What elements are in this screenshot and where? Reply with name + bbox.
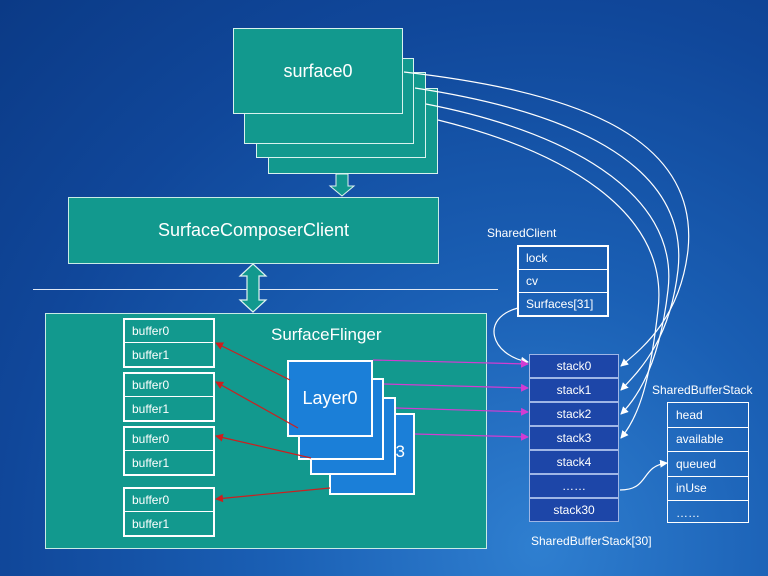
layer-card-front: Layer0 <box>287 360 373 437</box>
sbs-row: …… <box>676 506 700 521</box>
buffer-cell: buffer0 <box>125 374 213 397</box>
shared-client-title: SharedClient <box>487 226 557 240</box>
shared-client-row: lock <box>519 247 607 270</box>
stack-row: stack3 <box>529 426 619 450</box>
layer-partial-label: 3 <box>395 442 405 461</box>
sbs-row: inUse <box>668 477 748 501</box>
stack-array: stack0 stack1 stack2 stack3 stack4 …… st… <box>529 354 619 522</box>
buffer-cell: buffer1 <box>132 401 170 416</box>
buffer-cell: buffer1 <box>132 347 170 362</box>
surface-label: surface0 <box>283 60 353 81</box>
shared-client-row: Surfaces[31] <box>526 297 594 311</box>
stack-row: stack2 <box>529 402 619 426</box>
layer-label: Layer0 <box>302 388 358 408</box>
buffer-cell: buffer1 <box>132 455 170 470</box>
shared-client-row: cv <box>519 270 607 293</box>
shared-buffer-stack-title: SharedBufferStack <box>652 383 753 397</box>
down-arrow-icon <box>328 173 356 197</box>
sbs-row: queued <box>668 452 748 477</box>
stack-to-sbs-connector <box>619 459 668 491</box>
separator-line <box>33 289 498 290</box>
buffer-cell: buffer0 <box>125 489 213 512</box>
surface-flinger-label: SurfaceFlinger <box>271 325 382 344</box>
buffer-group-1: buffer0 buffer1 <box>123 372 215 422</box>
stack-row: stack4 <box>529 450 619 474</box>
buffer-cell: buffer0 <box>125 428 213 451</box>
double-arrow-icon <box>238 263 268 313</box>
surface-composer-client-box: SurfaceComposerClient <box>68 197 439 264</box>
stack-array-caption: SharedBufferStack[30] <box>531 534 652 548</box>
sbs-row: available <box>668 428 748 452</box>
stack-row: stack1 <box>529 378 619 402</box>
buffer-group-0: buffer0 buffer1 <box>123 318 215 368</box>
shared-buffer-stack-box: head available queued inUse …… <box>667 402 749 523</box>
shared-client-box: lock cv Surfaces[31] <box>517 245 609 317</box>
buffer-cell: buffer0 <box>125 320 213 343</box>
surface-flinger-panel <box>45 313 487 549</box>
surface-composer-client-label: SurfaceComposerClient <box>157 220 350 240</box>
stack-row: …… <box>529 474 619 498</box>
stack-row: stack30 <box>529 498 619 522</box>
sbs-row: head <box>668 403 748 428</box>
surface-card-front: surface0 <box>233 28 403 114</box>
buffer-group-2: buffer0 buffer1 <box>123 426 215 476</box>
buffer-group-3: buffer0 buffer1 <box>123 487 215 537</box>
buffer-cell: buffer1 <box>132 516 170 531</box>
stack-row: stack0 <box>529 354 619 378</box>
